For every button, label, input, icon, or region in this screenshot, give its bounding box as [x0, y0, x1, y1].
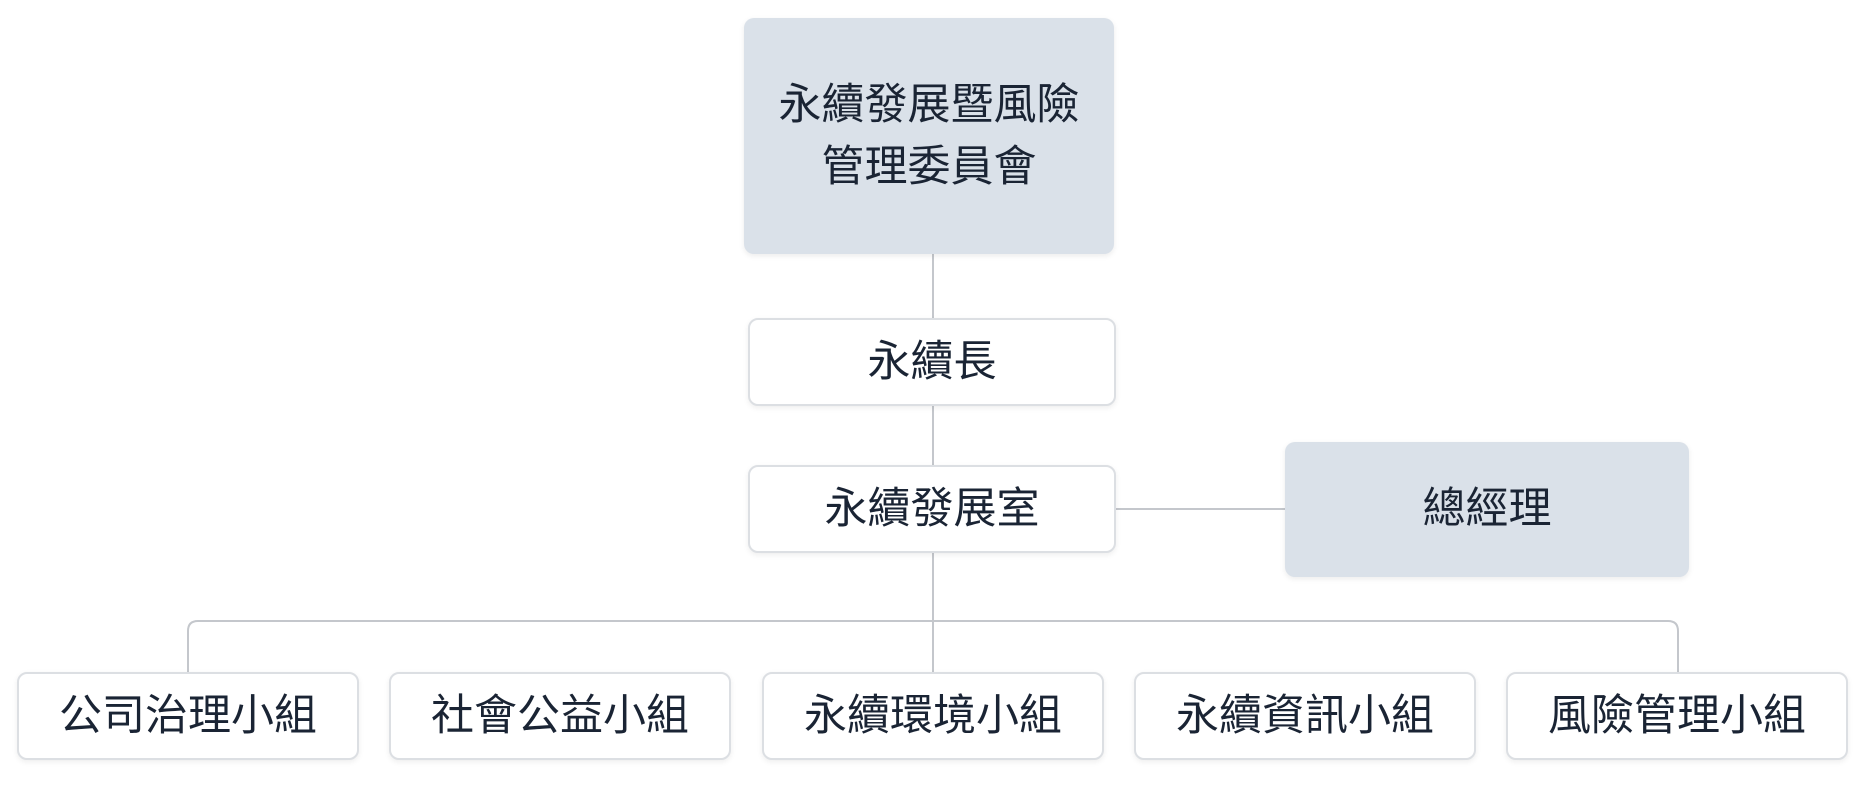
committee-box: 永續發展暨風險 管理委員會 — [744, 18, 1114, 254]
connector-branch-bar — [187, 620, 1679, 672]
group-box-sustainable-environment: 永續環境小組 — [762, 672, 1104, 760]
group-box-social-welfare: 社會公益小組 — [389, 672, 731, 760]
group-label: 公司治理小組 — [59, 690, 317, 741]
group-box-corporate-governance: 公司治理小組 — [17, 672, 359, 760]
general-manager-box: 總經理 — [1285, 442, 1689, 577]
sustainability-office-box: 永續發展室 — [748, 465, 1116, 553]
committee-label-line2: 管理委員會 — [821, 142, 1037, 192]
group-label: 風險管理小組 — [1548, 690, 1806, 741]
group-label: 社會公益小組 — [431, 690, 689, 741]
group-box-risk-management: 風險管理小組 — [1506, 672, 1848, 760]
chief-sustainability-officer-label: 永續長 — [867, 336, 997, 387]
sustainability-office-label: 永續發展室 — [824, 483, 1040, 534]
committee-label-line1: 永續發展暨風險 — [778, 79, 1080, 130]
committee-label: 永續發展暨風險 管理委員會 — [779, 74, 1080, 199]
group-label: 永續環境小組 — [804, 690, 1062, 741]
chief-sustainability-officer-box: 永續長 — [748, 318, 1116, 406]
group-box-sustainability-information: 永續資訊小組 — [1134, 672, 1476, 760]
general-manager-label: 總經理 — [1422, 484, 1552, 535]
group-label: 永續資訊小組 — [1176, 690, 1434, 741]
